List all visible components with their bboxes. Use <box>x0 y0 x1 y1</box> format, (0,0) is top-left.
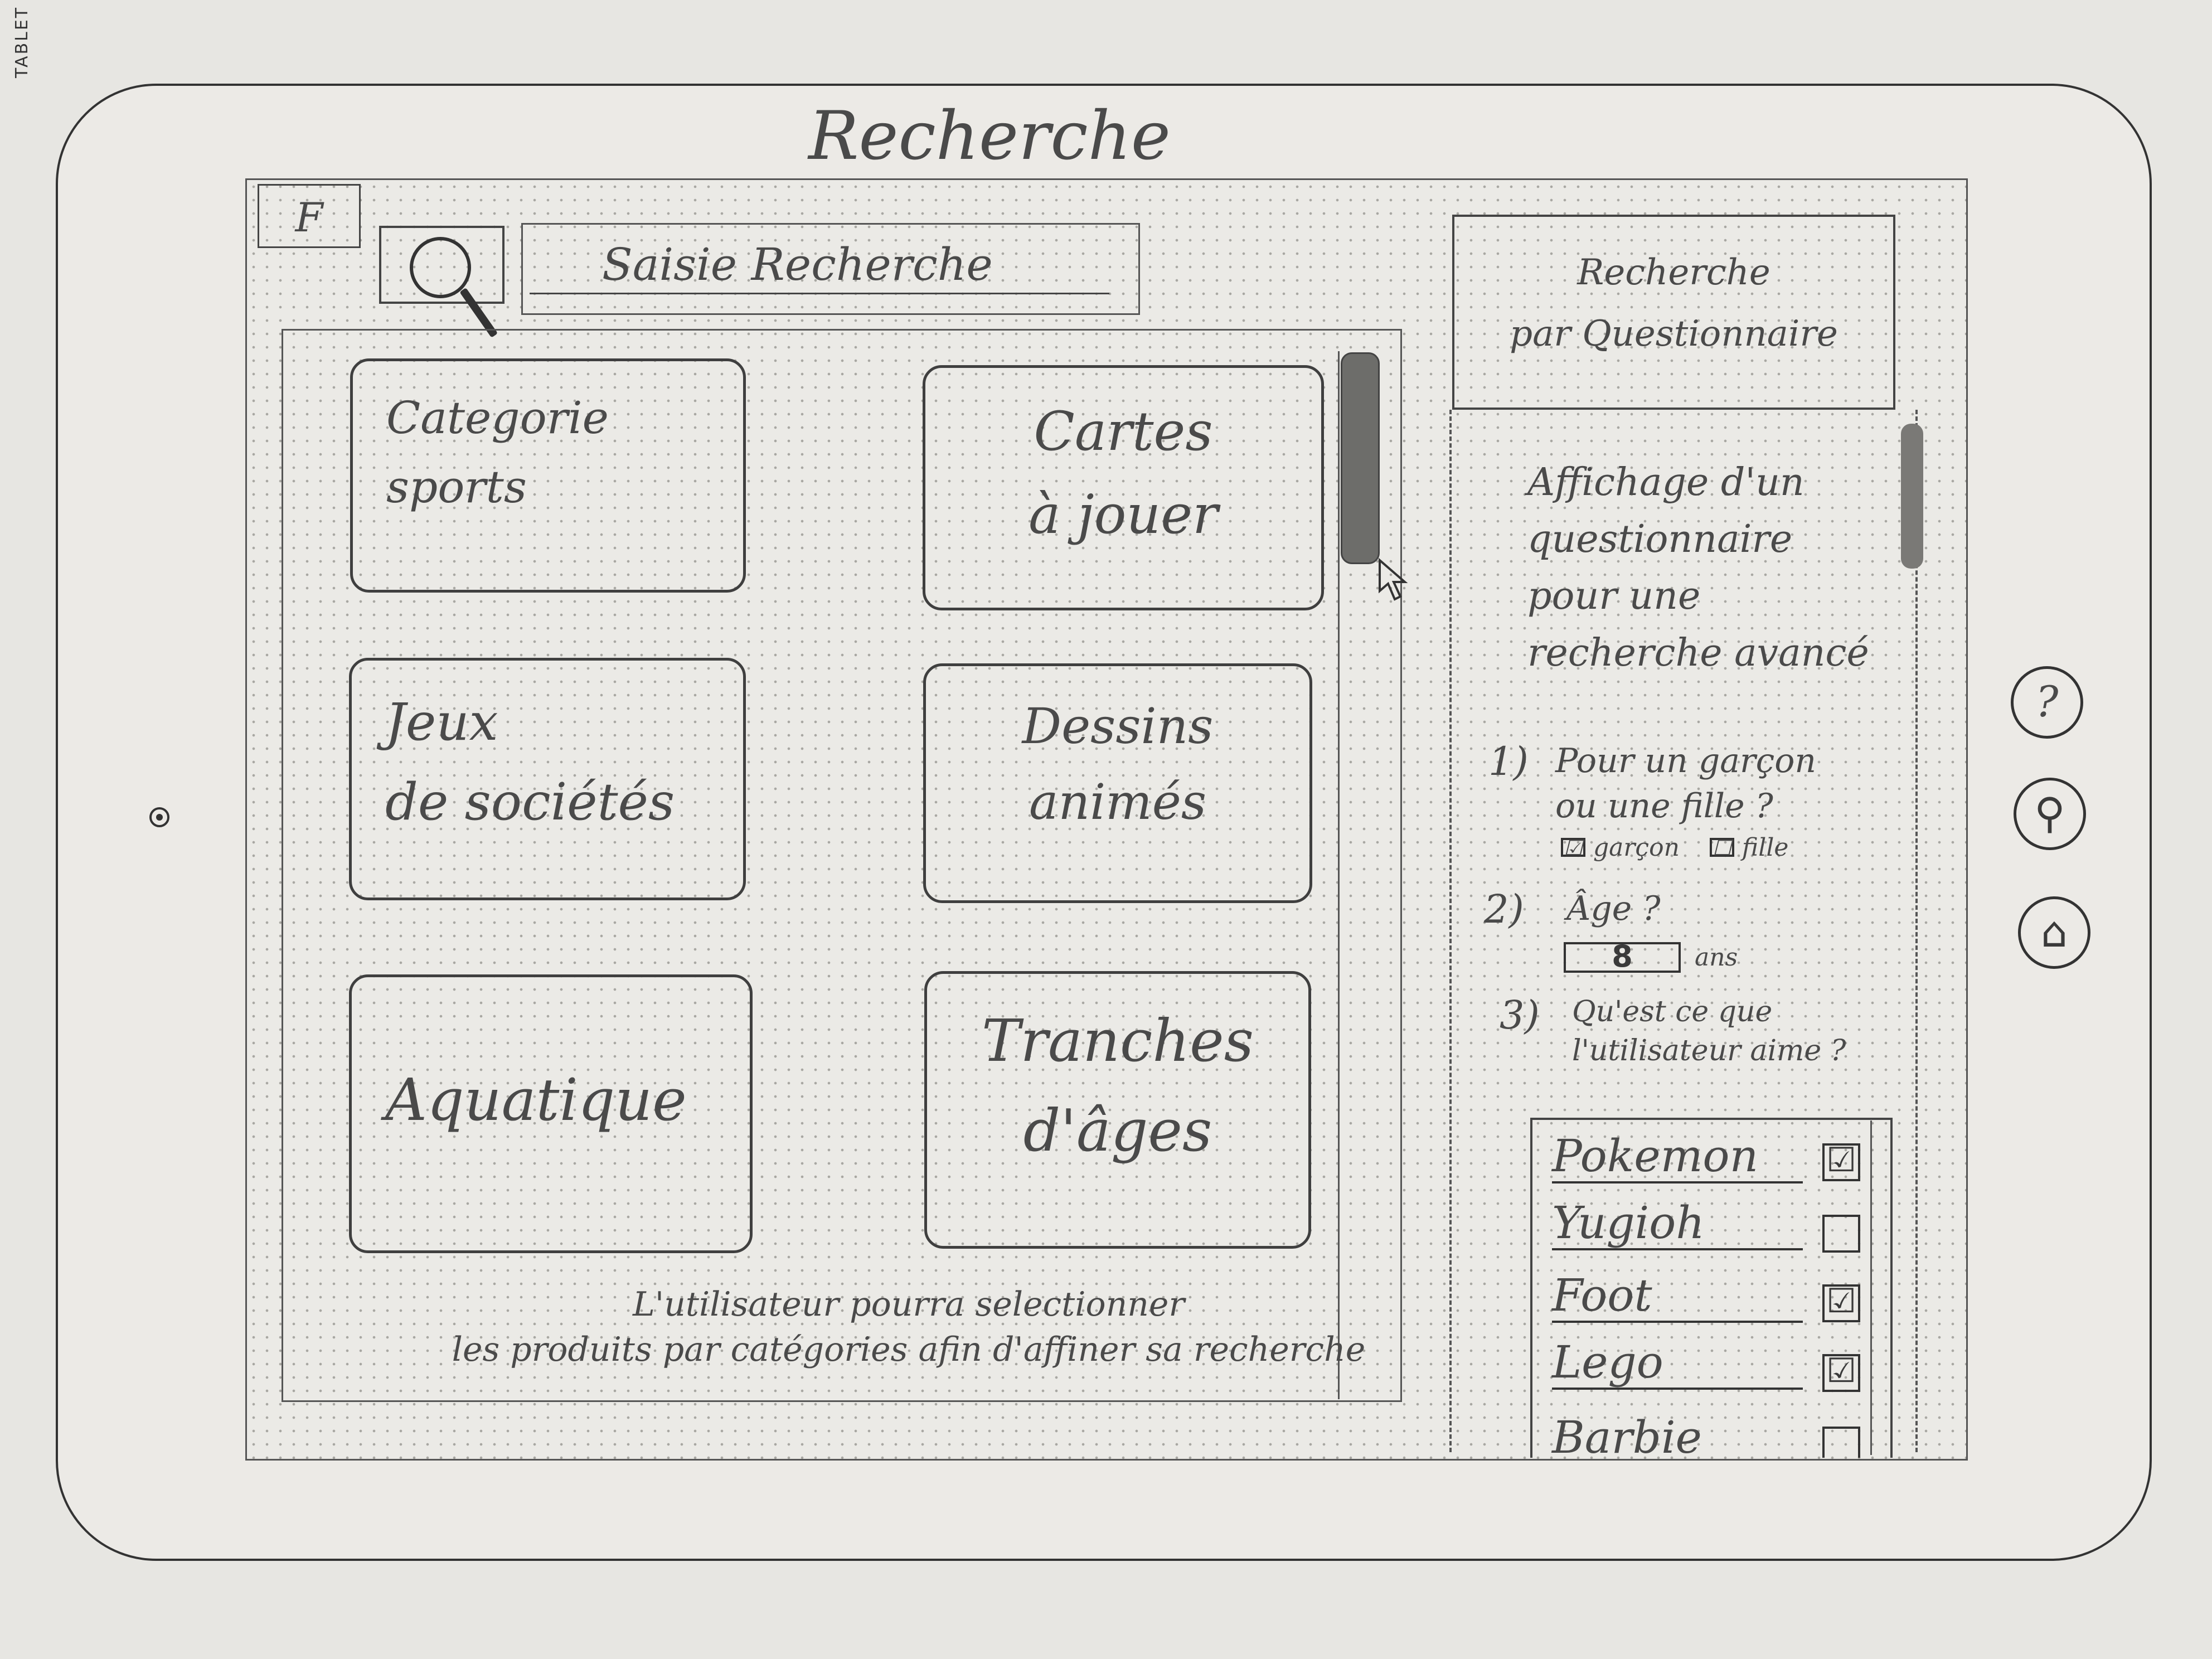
list-item: Foot <box>1552 1270 1803 1323</box>
garcon-label: garçon <box>1593 833 1680 862</box>
question-text: Âge ? <box>1566 889 1661 928</box>
annotation-note: L'utilisateur pourra selectionner les pr… <box>424 1282 1394 1382</box>
questionnaire-button-label: par Questionnaire <box>1510 313 1838 355</box>
category-card-tranches[interactable]: Tranches d'âges <box>924 971 1311 1249</box>
question-number: 3) <box>1500 992 1540 1038</box>
page-title: Recherche <box>808 98 1171 175</box>
list-item-checkbox[interactable] <box>1822 1215 1860 1253</box>
search-input-underline <box>530 293 1109 294</box>
cursor-icon <box>1379 557 1408 601</box>
question-text: Qu'est ce que l'utilisateur aime ? <box>1572 995 1846 1068</box>
category-label: Tranches <box>981 1007 1254 1075</box>
category-grid-panel <box>282 329 1402 1402</box>
category-label: Dessins <box>1022 697 1214 755</box>
gender-options: ☑ garçon ☐ fille <box>1561 831 1851 864</box>
help-icon[interactable]: ? <box>2011 666 2083 739</box>
annotation-line: les produits par catégories afin d'affin… <box>452 1330 1366 1369</box>
search-input[interactable] <box>521 223 1140 315</box>
list-item-checkbox[interactable] <box>1822 1427 1860 1458</box>
category-label: Jeux <box>385 692 498 752</box>
fille-checkbox[interactable]: ☐ <box>1709 837 1734 858</box>
category-label: Aquatique <box>385 1066 687 1134</box>
category-scrollbar-thumb[interactable] <box>1341 352 1380 564</box>
age-input[interactable]: 8 <box>1564 942 1681 973</box>
annotation-line: L'utilisateur pourra selectionner <box>632 1285 1185 1324</box>
category-label: d'âges <box>1023 1097 1212 1165</box>
home-icon[interactable]: ⌂ <box>2018 896 2090 969</box>
category-label: de sociétés <box>385 772 675 832</box>
interest-list-scrollbar[interactable] <box>1870 1120 1895 1455</box>
category-label: animés <box>1029 773 1206 831</box>
category-scrollbar-track[interactable] <box>1338 351 1380 1399</box>
questionnaire-intro: Affichage d'un questionnaire pour une re… <box>1527 460 1869 675</box>
category-card-aquatique[interactable]: Aquatique <box>349 974 753 1253</box>
questionnaire-button[interactable]: Recherche par Questionnaire <box>1452 215 1895 410</box>
garcon-checkbox[interactable]: ☑ <box>1561 837 1585 858</box>
question-text: Pour un garçon ou une fille ? <box>1555 741 1817 826</box>
questionnaire-scrollbar-thumb[interactable] <box>1901 424 1923 569</box>
questionnaire-button-label: Recherche <box>1577 252 1770 293</box>
search-button[interactable] <box>379 226 505 304</box>
list-item-checkbox[interactable]: ☑ <box>1822 1143 1860 1181</box>
list-item-checkbox[interactable]: ☑ <box>1822 1284 1860 1322</box>
fille-label: fille <box>1742 833 1789 862</box>
age-unit: ans <box>1695 943 1738 972</box>
category-label: Categorie <box>386 392 609 444</box>
location-icon[interactable]: ⚲ <box>2014 778 2086 850</box>
page-label: TABLET <box>12 6 35 89</box>
category-label: sports <box>386 461 527 513</box>
category-card-jeux[interactable]: Jeux de sociétés <box>349 658 746 900</box>
category-card-dessins[interactable]: Dessins animés <box>923 663 1312 903</box>
logo[interactable]: F <box>258 184 361 248</box>
category-label: à jouer <box>1029 483 1218 546</box>
camera-icon <box>149 807 169 827</box>
category-card-sports[interactable]: Categorie sports <box>350 358 746 593</box>
search-icon <box>410 237 471 298</box>
question-number: 2) <box>1484 886 1524 932</box>
interest-list: Pokemon ☑ Yugioh Foot ☑ Lego ☑ Barbie <box>1530 1118 1893 1458</box>
questionnaire-panel <box>1449 410 1918 1452</box>
search-placeholder: Saisie Recherche <box>602 239 993 290</box>
category-card-cartes[interactable]: Cartes à jouer <box>923 365 1324 610</box>
list-item: Barbie <box>1552 1411 1702 1458</box>
question-number: 1) <box>1488 739 1529 784</box>
list-item: Pokemon <box>1552 1131 1803 1183</box>
page-label-text: TABLET <box>12 6 32 78</box>
list-item-checkbox[interactable]: ☑ <box>1822 1354 1860 1392</box>
list-item: Yugioh <box>1552 1198 1803 1250</box>
category-label: Cartes <box>1034 400 1213 463</box>
list-item: Lego <box>1552 1337 1803 1390</box>
